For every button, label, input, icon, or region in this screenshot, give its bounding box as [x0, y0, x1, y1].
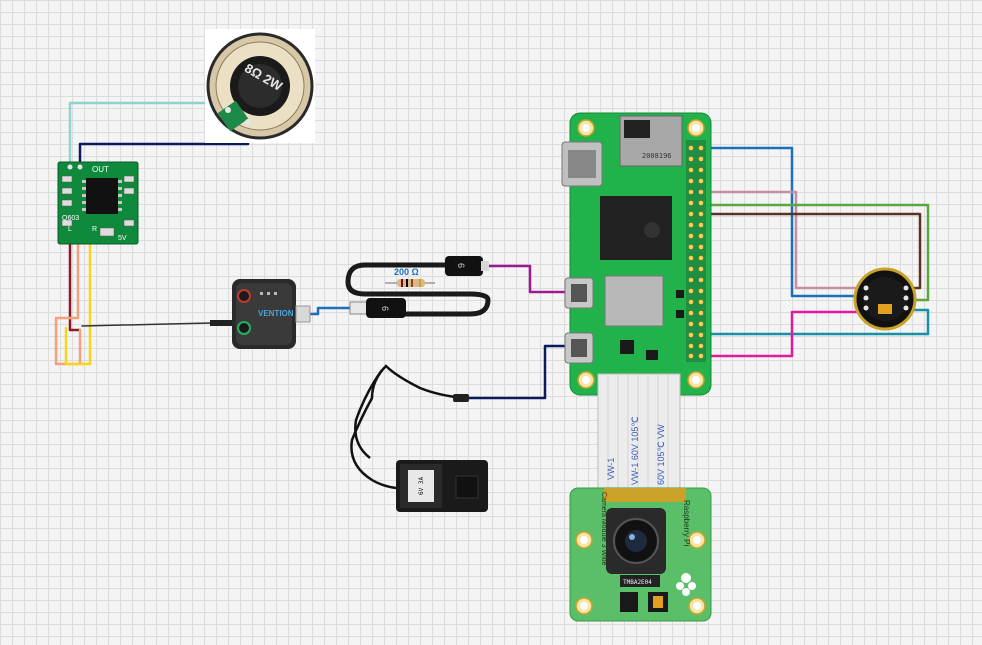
gpio-header[interactable] — [686, 140, 706, 362]
usb-audio-adapter[interactable]: VENTION — [210, 279, 311, 349]
camera-sensor-label: TMBA2E04 — [623, 579, 652, 586]
wire-gpio-blue[interactable] — [698, 146, 867, 298]
microphone-breakout[interactable] — [853, 267, 917, 331]
mic-pin-1[interactable] — [863, 285, 869, 291]
wire-audio-jack[interactable] — [81, 322, 211, 327]
mic-pin-5[interactable] — [903, 295, 909, 301]
wire-gpio-green[interactable] — [698, 203, 930, 302]
wires — [54, 101, 930, 400]
amplifier-board[interactable]: OUT Q603 L R 5V — [57, 161, 139, 245]
wire-amp-salmon[interactable] — [54, 230, 82, 366]
resistor-label: 200 Ω — [394, 267, 419, 277]
mic-jack-icon — [237, 289, 251, 303]
camera-ribbon-cable[interactable]: VW-1 VW-1 60V 105℃ 60V 105℃ VW — [597, 373, 681, 491]
speaker-terminal-pos[interactable] — [225, 107, 231, 113]
amp-chip-label: Q603 — [62, 215, 79, 222]
resistor[interactable]: 200 Ω — [385, 267, 435, 287]
speaker-terminal-neg[interactable] — [245, 119, 251, 125]
usb-plug-logo-bottom: 6 — [380, 306, 390, 311]
raspberry-pi-zero[interactable]: 2008196 — [561, 112, 712, 396]
usb-audio-brand: VENTION — [258, 309, 294, 318]
ribbon-marking-1: VW-1 — [606, 458, 616, 480]
power-adapter-label: 6V 3A — [418, 477, 425, 495]
wire-amp-left-darkred[interactable] — [68, 230, 82, 332]
camera-board-text-2: Raspberry Pi — [682, 500, 691, 546]
power-adapter[interactable]: 6V 3A — [350, 364, 488, 512]
amp-left-label: L — [68, 226, 72, 233]
mic-pin-3[interactable] — [863, 305, 869, 311]
wire-usb-magenta[interactable] — [483, 264, 572, 294]
ribbon-marking-3: 60V 105℃ VW — [656, 424, 666, 485]
amp-power-label: 5V — [118, 235, 127, 242]
wifi-module — [604, 275, 664, 327]
wire-gpio-teal[interactable] — [698, 308, 930, 336]
mic-pin-6[interactable] — [903, 305, 909, 311]
speaker[interactable]: 8Ω 2W — [205, 29, 315, 143]
headphone-jack-icon — [237, 321, 251, 335]
usb-cable[interactable]: 6 6 — [345, 256, 491, 318]
usb-plug-logo-top: 6 — [456, 263, 466, 268]
wire-speaker-cyan[interactable] — [68, 101, 230, 174]
camera-board-text-1: Camera Module 3 Wide — [600, 492, 607, 566]
wire-gpio-pink[interactable] — [698, 310, 867, 358]
mic-pin-2[interactable] — [863, 295, 869, 301]
amp-out-label: OUT — [92, 165, 109, 174]
wire-gpio-mauve[interactable] — [698, 190, 870, 290]
ribbon-marking-2: VW-1 60V 105℃ — [630, 417, 640, 485]
amp-pin-out-neg[interactable] — [77, 164, 83, 170]
amp-pin-out-pos[interactable] — [67, 164, 73, 170]
wire-power-navy[interactable] — [463, 344, 572, 400]
wire-amp-right-yellow[interactable] — [64, 230, 92, 366]
pi-chip-label: 2008196 — [642, 152, 672, 160]
gpio-pins — [688, 145, 704, 359]
soc-chip — [600, 196, 672, 260]
camera-module[interactable]: TMBA2E04 Camera Module 3 Wide Raspberry … — [569, 487, 712, 622]
amp-right-label: R — [92, 226, 97, 233]
raspberry-logo-icon — [676, 573, 696, 596]
mic-pin-4[interactable] — [903, 285, 909, 291]
